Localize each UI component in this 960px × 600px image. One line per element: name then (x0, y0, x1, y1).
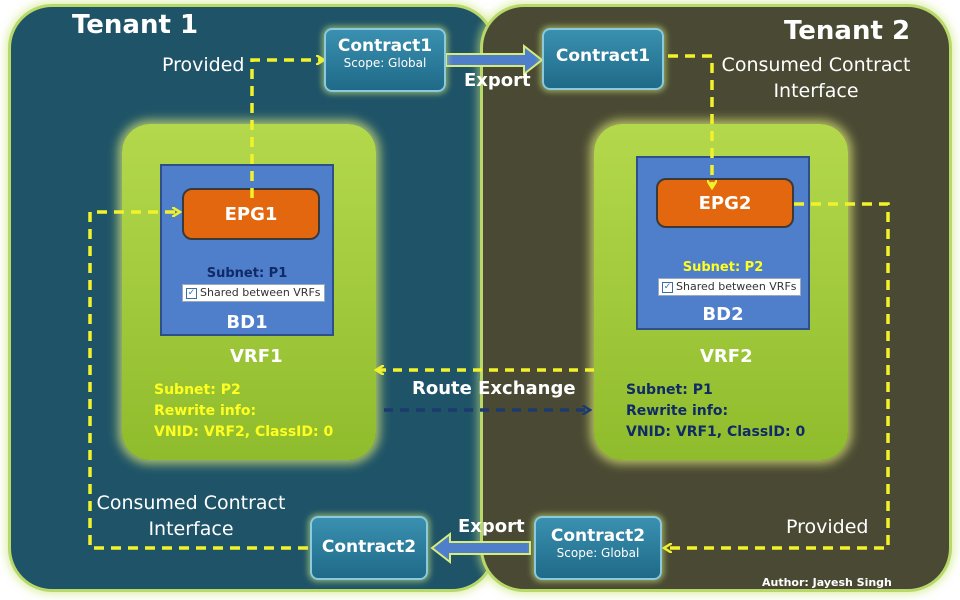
tenant2-contract1-name: Contract1 (555, 46, 651, 66)
tenant1-contract1-box[interactable]: Contract1 Scope: Global (324, 28, 446, 92)
bd1-shared-checkbox[interactable]: ✓Shared between VRFs (182, 284, 325, 302)
tenant2-provided-label: Provided (786, 516, 869, 538)
vrf1-label: VRF1 (230, 346, 283, 367)
epg1-consumed-line (88, 212, 308, 550)
epg1-provided-line (250, 60, 322, 198)
checkbox-checked-icon: ✓ (662, 281, 673, 293)
author-credit: Author: Jayesh Singh (762, 576, 892, 589)
tenant1-contract2-box[interactable]: Contract2 (310, 516, 428, 580)
bd1-label: BD1 (226, 312, 268, 333)
vrf1-info: Subnet: P2 Rewrite info: VNID: VRF2, Cla… (154, 382, 334, 440)
tenant2-contract2-name: Contract2 (550, 526, 646, 546)
tenant1-contract2-name: Contract2 (321, 537, 417, 557)
epg2-box[interactable]: EPG2 (656, 178, 794, 228)
export-top-label: Export (464, 70, 531, 91)
checkbox-checked-icon: ✓ (186, 287, 197, 299)
bd2-label: BD2 (702, 304, 744, 325)
tenant2-contract2-box[interactable]: Contract2 Scope: Global (534, 516, 662, 580)
epg2-provided-line (666, 202, 890, 548)
tenant1-contract1-scope: Scope: Global (343, 56, 427, 70)
export-top-arrow (445, 43, 544, 77)
vrf2-info: Subnet: P1 Rewrite info: VNID: VRF1, Cla… (626, 382, 806, 440)
tenant1-provided-label: Provided (162, 54, 245, 76)
tenant1-consumed-label: Consumed Contract Interface (96, 492, 286, 540)
bd2-shared-checkbox[interactable]: ✓Shared between VRFs (658, 278, 801, 296)
vrf2-label: VRF2 (700, 346, 753, 367)
tenant1-contract1-name: Contract1 (337, 36, 433, 56)
tenant2-contract1-box[interactable]: Contract1 (542, 28, 664, 90)
bd1-subnet: Subnet: P1 (206, 266, 288, 281)
tenant2-contract2-scope: Scope: Global (556, 546, 640, 560)
tenant1-title: Tenant 1 (72, 10, 199, 40)
route-exchange-label: Route Exchange (412, 378, 576, 399)
export-bottom-arrow (430, 531, 531, 565)
epg2-consumed-line (668, 54, 712, 186)
tenant2-consumed-label: Consumed Contract Interface (721, 54, 911, 102)
tenant2-title: Tenant 2 (784, 16, 911, 46)
bd2-subnet: Subnet: P2 (682, 260, 764, 275)
export-bottom-label: Export (458, 516, 525, 537)
